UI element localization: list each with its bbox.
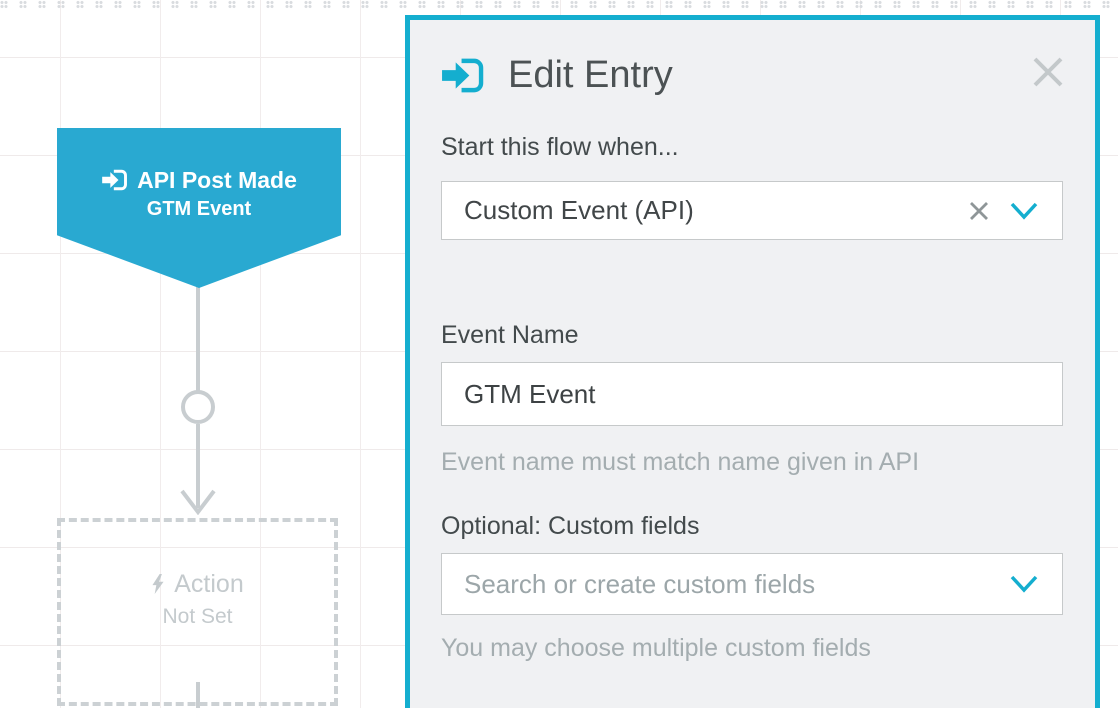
custom-fields-select[interactable] [441,553,1063,615]
connector-node-circle [181,390,215,424]
connector-line-bottom [196,682,200,708]
canvas-dotted-guide-line [0,0,1118,9]
event-name-field [441,362,1063,426]
x-clear-icon[interactable] [966,198,992,224]
lightning-bolt-icon [151,573,165,594]
chevron-down-icon[interactable] [1008,574,1040,594]
start-flow-label: Start this flow when... [441,133,679,161]
chevron-down-icon[interactable] [1008,201,1040,221]
event-name-helper: Event name must match name given in API [441,448,920,476]
entry-arrow-icon [440,56,487,100]
event-name-input[interactable] [464,378,1040,410]
custom-fields-helper: You may choose multiple custom fields [441,634,871,662]
connector-line-lower [196,424,200,508]
trigger-node-subtitle: GTM Event [146,198,252,220]
arrow-down-icon [178,489,218,520]
panel-title: Edit Entry [508,54,673,96]
trigger-node-title: API Post Made [137,167,297,193]
connector-line-upper [196,286,200,392]
trigger-node[interactable]: API Post Made GTM Event [57,128,341,288]
custom-fields-label: Optional: Custom fields [441,512,700,540]
action-node-title: Action [174,569,244,598]
close-icon[interactable] [1029,53,1067,96]
action-node-status: Not Set [162,604,233,628]
start-flow-selected-value: Custom Event (API) [464,195,694,225]
action-placeholder-node[interactable]: Action Not Set [57,518,338,706]
start-flow-select[interactable]: Custom Event (API) [441,181,1063,240]
entry-arrow-icon [101,168,129,192]
event-name-label: Event Name [441,321,579,349]
custom-fields-search-input[interactable] [464,568,1008,600]
edit-entry-panel: Edit Entry Start this flow when... Custo… [405,15,1100,708]
